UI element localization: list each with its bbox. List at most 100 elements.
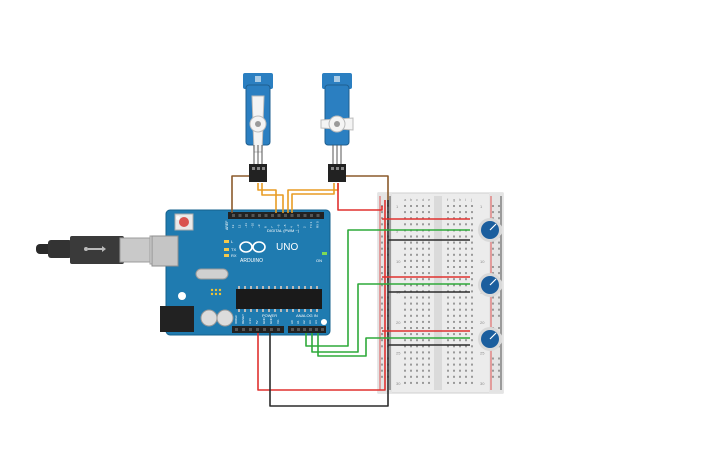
- terminal-hole[interactable]: [447, 272, 449, 275]
- terminal-hole[interactable]: [465, 272, 467, 275]
- terminal-hole[interactable]: [453, 205, 455, 207]
- terminal-hole[interactable]: [422, 205, 424, 207]
- terminal-hole[interactable]: [428, 205, 430, 207]
- terminal-hole[interactable]: [428, 296, 430, 299]
- terminal-hole[interactable]: [447, 241, 449, 244]
- rail-hole[interactable]: [381, 308, 383, 311]
- terminal-hole[interactable]: [404, 327, 406, 329]
- terminal-hole[interactable]: [416, 339, 418, 342]
- analog-pin-hole[interactable]: [303, 328, 306, 331]
- terminal-hole[interactable]: [416, 247, 418, 250]
- terminal-hole[interactable]: [416, 333, 418, 336]
- terminal-hole[interactable]: [459, 266, 461, 268]
- terminal-hole[interactable]: [459, 253, 461, 256]
- terminal-hole[interactable]: [428, 241, 430, 244]
- terminal-hole[interactable]: [416, 320, 418, 323]
- terminal-hole[interactable]: [422, 327, 424, 329]
- terminal-hole[interactable]: [465, 363, 467, 366]
- terminal-hole[interactable]: [416, 259, 418, 262]
- terminal-hole[interactable]: [428, 327, 430, 329]
- rail-hole[interactable]: [498, 205, 500, 207]
- terminal-hole[interactable]: [428, 266, 430, 268]
- terminal-hole[interactable]: [453, 381, 455, 384]
- terminal-hole[interactable]: [422, 247, 424, 250]
- terminal-hole[interactable]: [465, 253, 467, 256]
- terminal-hole[interactable]: [447, 339, 449, 342]
- analog-pin-hole[interactable]: [321, 328, 324, 331]
- terminal-hole[interactable]: [410, 205, 412, 207]
- terminal-hole[interactable]: [428, 253, 430, 256]
- terminal-hole[interactable]: [465, 223, 467, 226]
- terminal-hole[interactable]: [428, 333, 430, 336]
- terminal-hole[interactable]: [410, 357, 412, 360]
- rail-hole[interactable]: [381, 266, 383, 268]
- terminal-hole[interactable]: [459, 357, 461, 360]
- terminal-hole[interactable]: [404, 363, 406, 366]
- terminal-hole[interactable]: [453, 253, 455, 256]
- terminal-hole[interactable]: [428, 284, 430, 287]
- terminal-hole[interactable]: [428, 369, 430, 372]
- terminal-hole[interactable]: [459, 211, 461, 214]
- terminal-hole[interactable]: [453, 259, 455, 262]
- terminal-hole[interactable]: [416, 278, 418, 281]
- terminal-hole[interactable]: [453, 302, 455, 305]
- rail-hole[interactable]: [381, 363, 383, 366]
- terminal-hole[interactable]: [416, 205, 418, 207]
- terminal-hole[interactable]: [410, 327, 412, 329]
- terminal-hole[interactable]: [471, 308, 473, 311]
- rail-hole[interactable]: [498, 253, 500, 256]
- terminal-hole[interactable]: [428, 308, 430, 311]
- terminal-hole[interactable]: [471, 375, 473, 378]
- potentiometer-2[interactable]: [478, 273, 502, 297]
- terminal-hole[interactable]: [410, 363, 412, 366]
- terminal-hole[interactable]: [404, 320, 406, 323]
- rail-hole[interactable]: [498, 211, 500, 214]
- terminal-hole[interactable]: [459, 333, 461, 336]
- terminal-hole[interactable]: [447, 308, 449, 311]
- terminal-hole[interactable]: [453, 235, 455, 238]
- terminal-hole[interactable]: [453, 308, 455, 311]
- terminal-hole[interactable]: [404, 308, 406, 311]
- terminal-hole[interactable]: [404, 375, 406, 378]
- power-pin-hole[interactable]: [270, 328, 273, 331]
- terminal-hole[interactable]: [422, 284, 424, 287]
- terminal-hole[interactable]: [404, 351, 406, 354]
- digital-pin-hole[interactable]: [284, 214, 287, 217]
- terminal-hole[interactable]: [447, 381, 449, 384]
- terminal-hole[interactable]: [447, 369, 449, 372]
- terminal-hole[interactable]: [428, 211, 430, 214]
- terminal-hole[interactable]: [422, 333, 424, 336]
- terminal-hole[interactable]: [459, 205, 461, 207]
- terminal-hole[interactable]: [459, 320, 461, 323]
- terminal-hole[interactable]: [410, 284, 412, 287]
- reset-button-cap[interactable]: [179, 217, 189, 227]
- terminal-hole[interactable]: [404, 357, 406, 360]
- terminal-hole[interactable]: [465, 369, 467, 372]
- digital-pin-hole[interactable]: [277, 214, 281, 217]
- rail-hole[interactable]: [492, 369, 494, 372]
- terminal-hole[interactable]: [459, 302, 461, 305]
- rail-hole[interactable]: [492, 296, 494, 299]
- terminal-hole[interactable]: [459, 247, 461, 250]
- terminal-hole[interactable]: [459, 363, 461, 366]
- terminal-hole[interactable]: [447, 253, 449, 256]
- terminal-hole[interactable]: [422, 235, 424, 238]
- terminal-hole[interactable]: [422, 302, 424, 305]
- terminal-hole[interactable]: [459, 381, 461, 384]
- terminal-hole[interactable]: [447, 357, 449, 360]
- terminal-hole[interactable]: [447, 375, 449, 378]
- rail-hole[interactable]: [492, 205, 494, 207]
- terminal-hole[interactable]: [447, 247, 449, 250]
- terminal-hole[interactable]: [471, 217, 473, 220]
- rail-hole[interactable]: [498, 272, 500, 275]
- terminal-hole[interactable]: [453, 339, 455, 342]
- terminal-hole[interactable]: [447, 320, 449, 323]
- terminal-hole[interactable]: [447, 327, 449, 329]
- terminal-hole[interactable]: [410, 272, 412, 275]
- rail-hole[interactable]: [381, 253, 383, 256]
- rail-hole[interactable]: [492, 375, 494, 378]
- terminal-hole[interactable]: [416, 223, 418, 226]
- terminal-hole[interactable]: [404, 266, 406, 268]
- terminal-hole[interactable]: [459, 259, 461, 262]
- terminal-hole[interactable]: [465, 333, 467, 336]
